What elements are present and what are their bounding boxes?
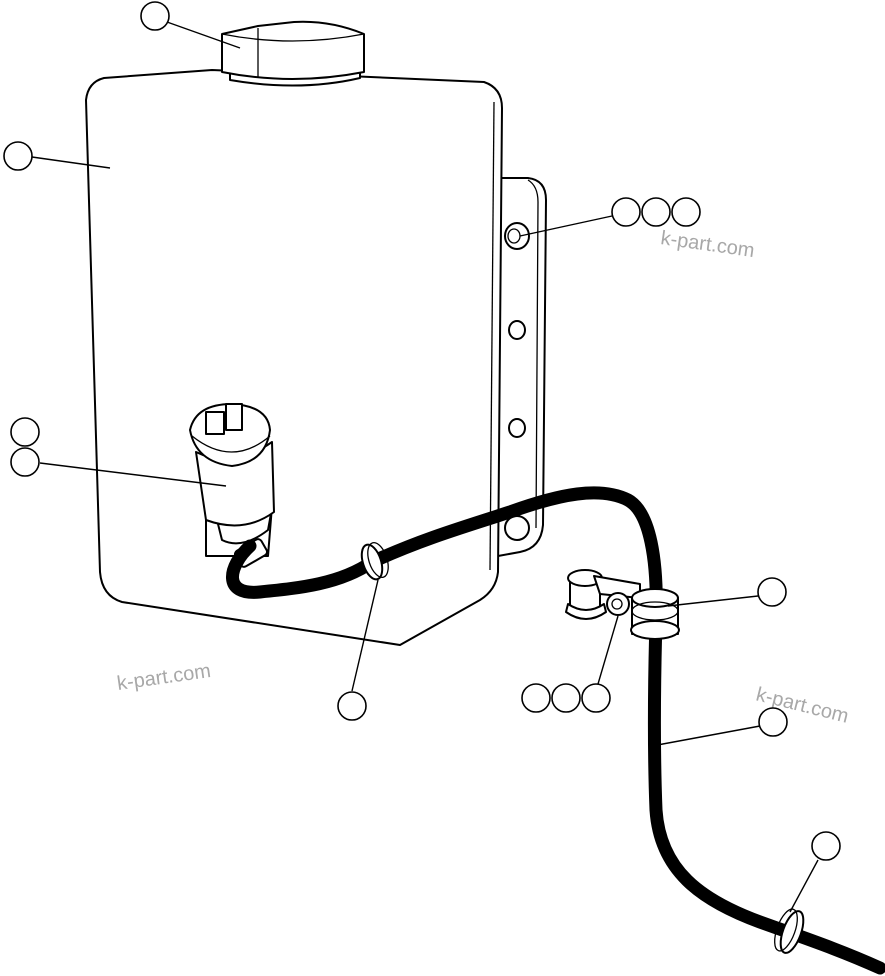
callout-tank <box>3 141 33 171</box>
callout-cap <box>140 1 170 31</box>
callout-hose <box>758 707 788 737</box>
callout-bracket-2 <box>641 197 671 227</box>
grommet-icon <box>774 908 805 954</box>
callout-bracket-1 <box>611 197 641 227</box>
filler-cap-icon <box>221 20 365 87</box>
hose-clamp-icon <box>565 569 680 640</box>
washer-hose-icon <box>226 486 885 975</box>
mounting-bracket-icon <box>497 177 547 557</box>
grommet-icon <box>360 542 389 581</box>
watermark-3: k-part.com <box>116 660 213 695</box>
callout-pump-1 <box>10 417 40 447</box>
washer-tank-icon <box>85 69 503 646</box>
leader-lines <box>31 21 819 913</box>
callout-clamp-bolt-1 <box>521 683 551 713</box>
washer-pump-icon <box>189 403 275 568</box>
callout-lower-grommet <box>811 831 841 861</box>
callout-clamp-bolt-2 <box>551 683 581 713</box>
callout-bubbles <box>3 1 841 861</box>
callout-pump-2 <box>10 447 40 477</box>
callout-clamp <box>757 577 787 607</box>
callout-grommet <box>337 691 367 721</box>
watermark-2: k-part.com <box>659 227 756 262</box>
callout-bracket-3 <box>671 197 701 227</box>
callout-clamp-bolt-3 <box>581 683 611 713</box>
